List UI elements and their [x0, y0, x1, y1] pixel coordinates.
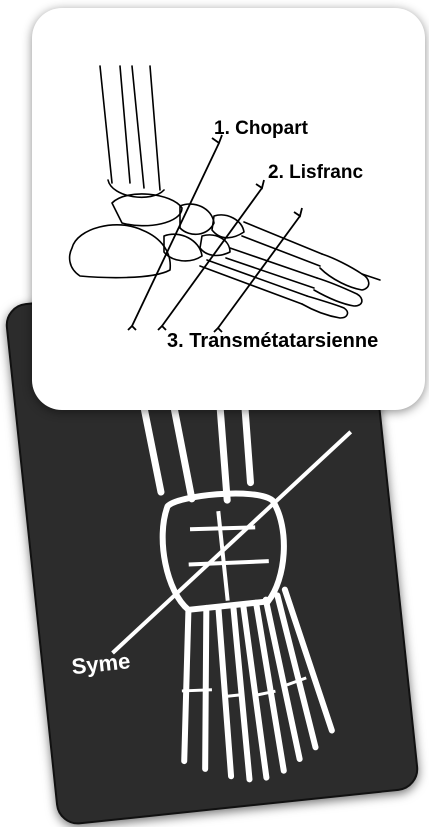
transmetatarsal-label: 3. Transmétatarsienne [167, 330, 378, 353]
tibia-line-2 [120, 66, 130, 183]
toe-2 [314, 278, 362, 306]
toe-3 [302, 296, 347, 318]
metatarsal-1a [169, 610, 205, 761]
toe-tip-1 [362, 274, 380, 280]
tarsal-joint-2 [189, 556, 269, 569]
lisfranc-arrow-bottom [158, 326, 166, 330]
metatarsal-c-bot [200, 266, 302, 304]
lisfranc-label: 2. Lisfranc [268, 162, 363, 184]
lateral-foot-card: 1. Chopart 2. Lisfranc 3. Transmétatarsi… [32, 8, 425, 410]
fibula-line-1 [132, 66, 144, 188]
chopart-label: 1. Chopart [214, 118, 308, 140]
calcaneus [70, 225, 171, 278]
chopart-arrow-bottom [128, 326, 136, 330]
lisfranc-arrow-top [256, 180, 264, 188]
tibia-line-1 [100, 66, 112, 183]
phalanx-joint-2 [224, 695, 244, 697]
transmetatarsal-arrow-top [294, 208, 302, 216]
navicular [180, 204, 214, 234]
talus [112, 194, 182, 226]
fibula-line-2 [150, 66, 160, 190]
lisfranc-line [162, 188, 262, 326]
toe-1 [320, 254, 369, 290]
metatarsal-2a [214, 609, 237, 777]
metatarsal-c-top [207, 260, 307, 296]
